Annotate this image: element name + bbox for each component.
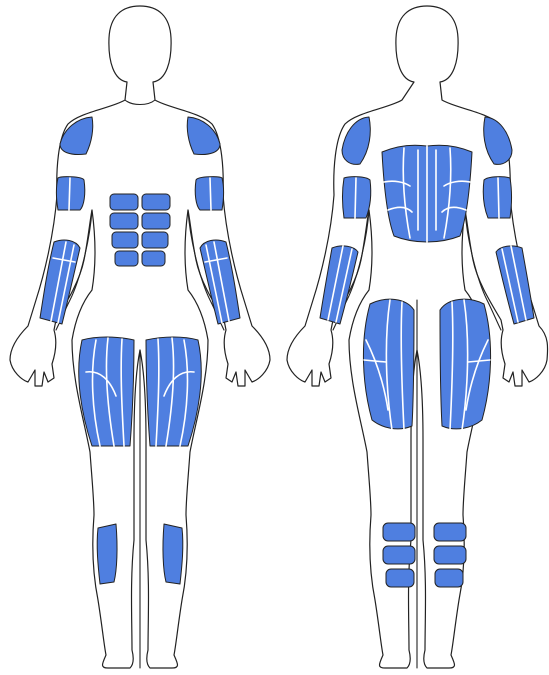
back-figure: [287, 6, 548, 668]
front-right-tibialis[interactable]: [163, 524, 183, 584]
back-right-hamstring[interactable]: [440, 299, 491, 430]
front-left-tibialis[interactable]: [97, 524, 117, 584]
back-left-tricep[interactable]: [343, 177, 371, 218]
back-left-hamstring[interactable]: [363, 299, 414, 430]
front-right-shoulder[interactable]: [187, 117, 220, 155]
front-left-quad[interactable]: [79, 337, 134, 446]
front-right-bicep[interactable]: [195, 177, 223, 210]
back-left-calf[interactable]: [383, 523, 415, 587]
front-left-shoulder[interactable]: [60, 117, 93, 155]
front-right-quad[interactable]: [146, 337, 201, 446]
back-right-tricep[interactable]: [483, 177, 511, 218]
front-figure: [10, 6, 270, 668]
back-right-calf[interactable]: [434, 523, 466, 587]
back-upper-back[interactable]: [382, 145, 472, 242]
front-left-bicep[interactable]: [57, 177, 85, 210]
